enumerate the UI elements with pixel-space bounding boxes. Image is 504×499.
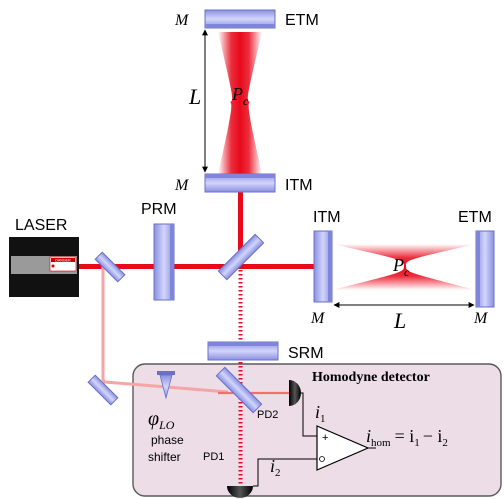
vertical-arm-beam [218,32,262,174]
etm-top-mirror-coating [205,24,275,28]
beam-splitter [217,233,265,281]
length-label-horizontal: L [393,308,406,333]
itm-right-mirror-coating [328,231,332,302]
warning-icon [51,264,55,268]
pd1-photodiode [227,486,253,498]
pc-label-vertical: Pc [231,84,249,108]
laser-label: LASER [15,217,67,234]
horizontal-arm-beam [332,244,476,290]
pd2-wire [301,392,317,437]
i1-label: i1 [315,402,326,425]
pd2-photodiode [289,380,301,406]
ihom-equation: ihom= i1− i2 [366,426,448,449]
m-label-etm-right: M [473,310,489,327]
itm-right-label: ITM [313,209,341,226]
pd2-label: PD2 [257,409,278,421]
srm-mirror-coating [208,342,278,346]
steering-mirror-1 [94,251,126,283]
op-amp-inverting-input [319,456,325,462]
i2-label: i2 [270,456,281,479]
pd1-wire [253,458,317,487]
main-beam-horizontal [78,264,316,269]
op-amp-icon [316,425,370,471]
homodyne-title: Homodyne detector [312,370,430,385]
steering-mirror-2 [87,374,119,406]
main-beam-vertical [238,192,243,266]
pd1-label: PD1 [203,451,224,463]
length-label-vertical: L [188,84,201,109]
m-label-itm-top: M [174,177,190,194]
prm-label: PRM [141,201,177,218]
homodyne-beam-splitter [215,366,263,414]
m-label-etm-top: M [174,12,190,29]
m-label-itm-right: M [310,310,326,327]
etm-right-mirror-coating [476,231,480,307]
phase-shifter-icon [157,371,175,400]
op-amp-plus-label: + [322,432,328,444]
etm-right-label: ETM [458,209,492,226]
phi-lo-label: φLO [148,408,175,432]
itm-top-label: ITM [285,177,313,194]
etm-top-label: ETM [285,12,319,29]
itm-top-mirror-coating [205,174,275,178]
phase-label: phase [151,433,184,447]
shifter-label: shifter [148,450,181,464]
srm-label: SRM [288,345,324,362]
prm-mirror-coating [170,224,174,300]
danger-sticker-band [51,258,75,262]
danger-label: DANGER [55,259,71,263]
pc-label-horizontal: Pc [392,255,410,279]
